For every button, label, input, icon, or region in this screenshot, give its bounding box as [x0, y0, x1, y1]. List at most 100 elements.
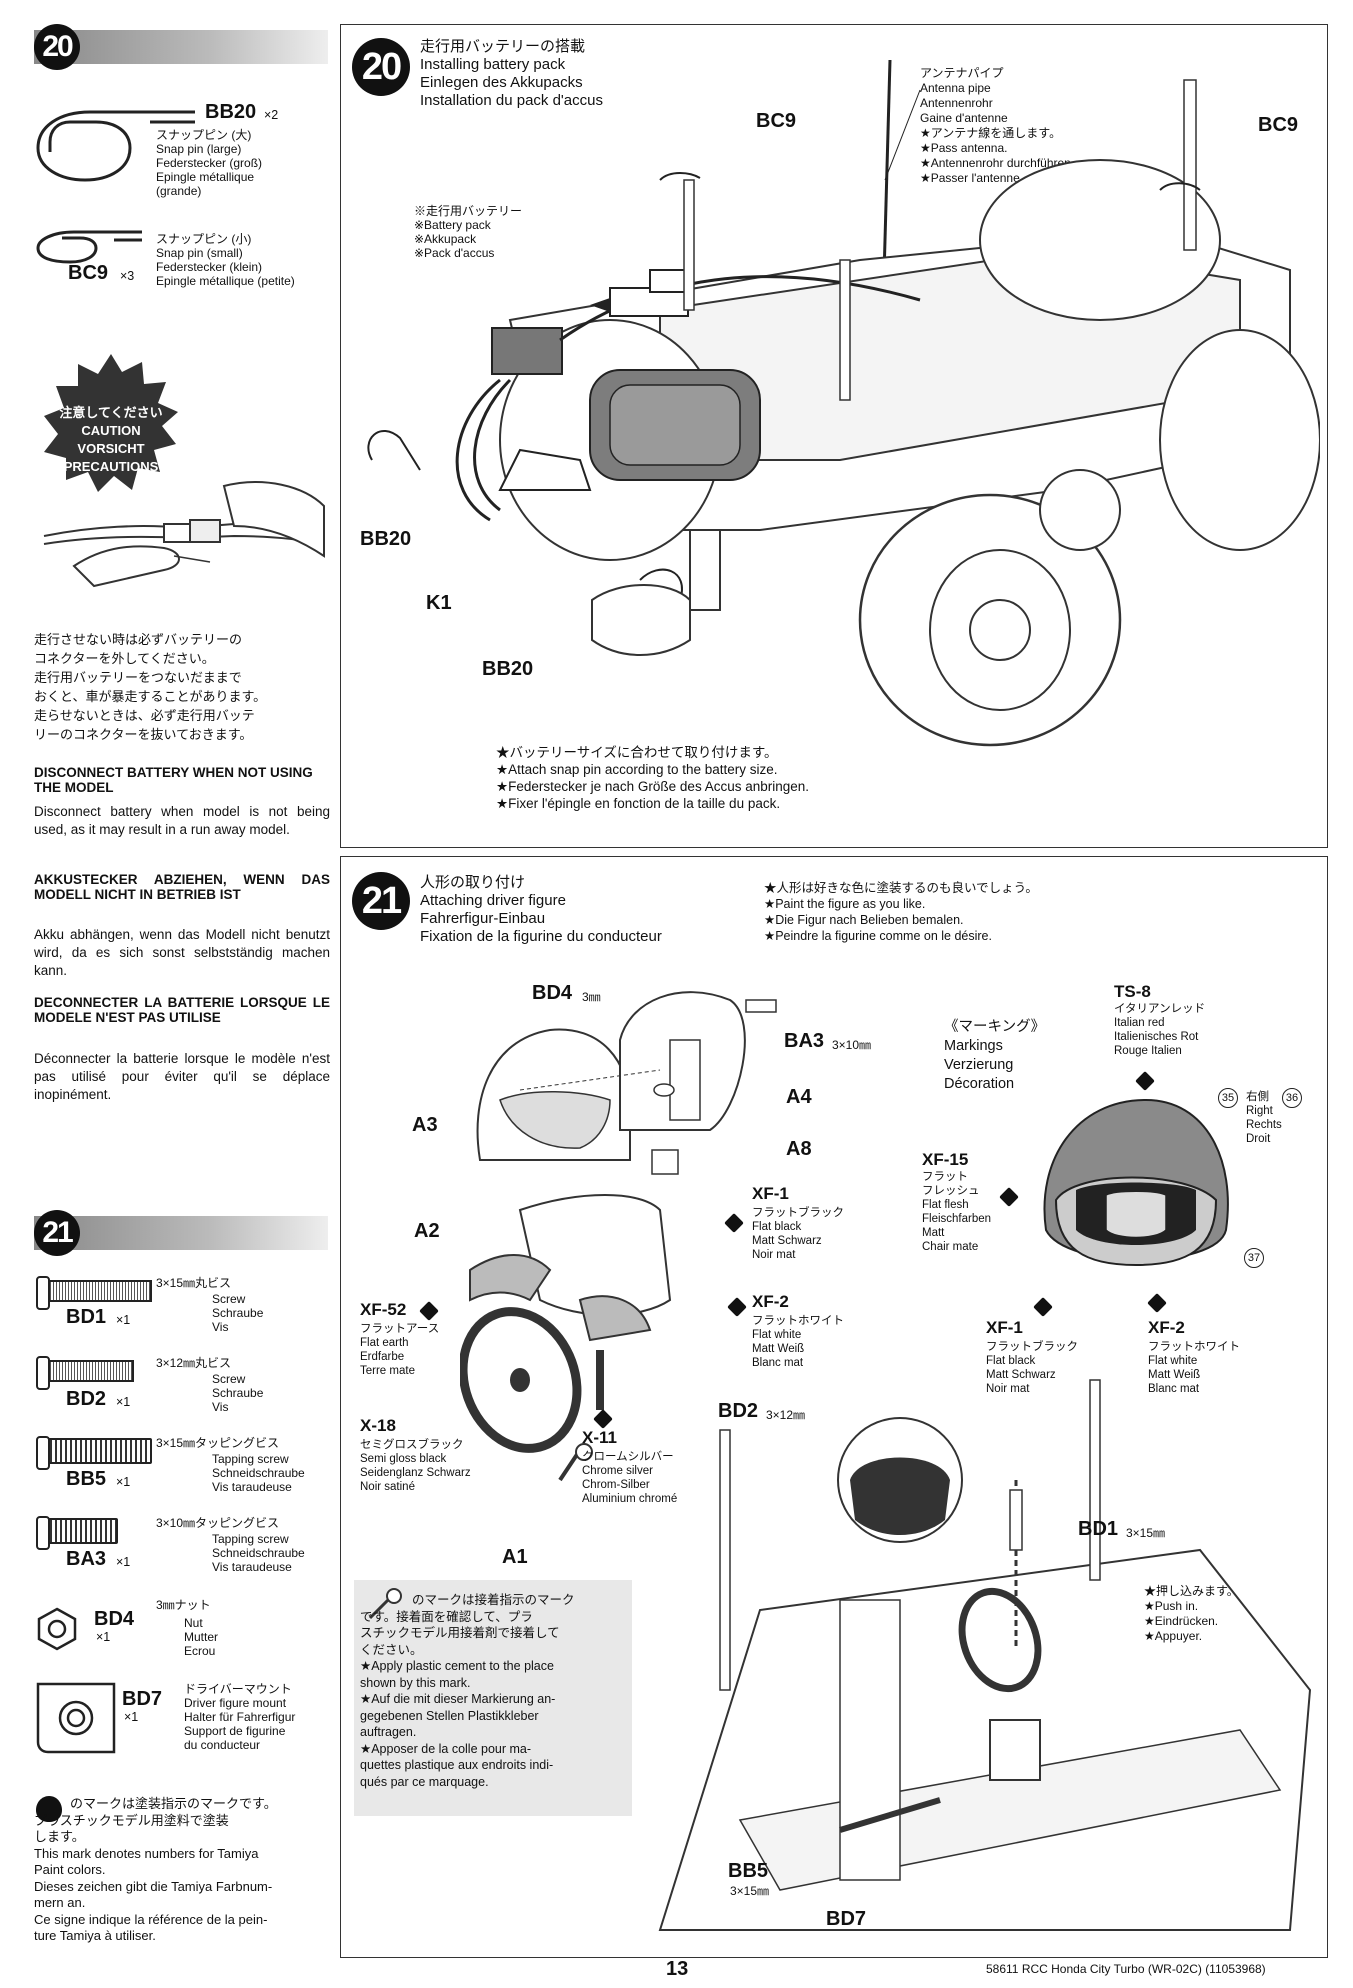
cement-note: のマークは接着指示のマーク です。接着面を確認して、プラ スチックモデル用接着剤… [360, 1593, 575, 1789]
step21-panel [340, 856, 1328, 1958]
caution-fr-title: DECONNECTER LA BATTERIE LORSQUE LE MODEL… [34, 995, 330, 1025]
x11-desc: クロームシルバー Chrome silver Chrom-Silber Alum… [582, 1451, 678, 1505]
caution-badge-text: 注意してください CAUTION VORSICHT PRECAUTIONS [59, 405, 163, 474]
bd4-size: 3㎜ナット [156, 1598, 211, 1612]
caution-en-body: Disconnect battery when model is not bei… [34, 804, 330, 837]
bd4-code: BD4 [94, 1608, 135, 1630]
step21-parts-number: 21 [34, 1210, 80, 1256]
bd7-qty: ×1 [124, 1710, 139, 1724]
bb20-qty: ×2 [264, 108, 279, 122]
bd4-qty: ×1 [96, 1630, 111, 1644]
paint-mark-icon [36, 1796, 62, 1822]
bc9-qty: ×3 [120, 269, 135, 283]
driver-mount-icon [36, 1682, 116, 1754]
cement-note-box [354, 1580, 632, 1816]
caution-en-title: DISCONNECT BATTERY WHEN NOT USING THE MO… [34, 765, 313, 795]
bc9-code: BC9 [68, 262, 109, 284]
ba3-label: BA3 [784, 1030, 825, 1052]
bd1-screw-shaft-icon [48, 1280, 152, 1302]
a3-label: A3 [412, 1114, 438, 1136]
bb5-size-label: 3×15㎜ [730, 1884, 770, 1898]
paint-tip-note: ★人形は好きな色に塗装するのも良いでしょう。 ★Paint the figure… [764, 881, 1038, 943]
nut-icon [37, 1607, 77, 1651]
xf52-desc: フラットアース Flat earth Erdfarbe Terre mate [360, 1323, 440, 1377]
bd2-code: BD2 [66, 1388, 107, 1410]
disconnect-hands-illustration [43, 481, 325, 588]
bd4-label: BD4 [532, 982, 573, 1004]
bd7-label: BD7 [826, 1908, 867, 1930]
push-in-note: ★押し込みます。 ★Push in. ★Eindrücken. ★Appuyer… [1144, 1584, 1239, 1643]
xf1-b-desc: フラットブラック Flat black Matt Schwarz Noir ma… [986, 1341, 1078, 1395]
bb5-qty: ×1 [116, 1475, 131, 1489]
caution-badge-icon [44, 354, 178, 492]
caution-text-jp: 走行させない時は必ずバッテリーの コネクターを外してください。 走行用バッテリー… [34, 632, 267, 742]
xf52-label: XF-52 [360, 1300, 407, 1319]
bb5-size: 3×15㎜タッピングビス [156, 1436, 280, 1450]
bd2-screw-shaft-icon [48, 1360, 134, 1382]
bb5-screw-shaft-icon [48, 1438, 152, 1464]
product-reference: 58611 RCC Honda City Turbo (WR-02C) (110… [986, 1962, 1266, 1976]
decal-37: 37 [1244, 1248, 1264, 1268]
paint-mark-note: のマークは塗装指示のマークです。 プラスチックモデル用塗料で塗装 します。 Th… [34, 1796, 277, 1943]
snap-pin-large-icon [36, 110, 195, 182]
bd1-qty: ×1 [116, 1313, 131, 1327]
bb20-desc: スナップピン (大) Snap pin (large) Federstecker… [156, 128, 263, 198]
right-side-label: 右側 Right Rechts Droit [1246, 1091, 1282, 1145]
a8-label: A8 [786, 1138, 812, 1160]
ba3-screw-shaft-icon [48, 1518, 118, 1544]
xf15-label: XF-15 [922, 1150, 969, 1169]
step21-number: 21 [352, 872, 410, 930]
bc9-desc: スナップピン (小) Snap pin (small) Federstecker… [156, 232, 295, 288]
decal-36: 36 [1282, 1088, 1302, 1108]
caution-de-title: AKKUSTECKER ABZIEHEN, WENN DAS MODELL NI… [34, 872, 330, 902]
bd7-code: BD7 [122, 1688, 163, 1710]
bd1-label: BD1 [1078, 1518, 1119, 1540]
bd2-label: BD2 [718, 1400, 759, 1422]
snap-pin-small-icon [36, 230, 142, 264]
driver-assembly-illustration [658, 1379, 1312, 1931]
xf2-a-label: XF-2 [752, 1292, 789, 1311]
ba3-code: BA3 [66, 1548, 107, 1570]
battery-size-note: ★バッテリーサイズに合わせて取り付けます。 ★Attach snap pin a… [496, 745, 810, 811]
bb20-code: BB20 [205, 101, 257, 123]
bd2-size-label: 3×12㎜ [766, 1408, 806, 1422]
antenna-pipe-note: アンテナパイプ Antenna pipe Antennenrohr Gaine … [920, 66, 1075, 185]
bd1-size: 3×15㎜丸ビス [156, 1276, 232, 1290]
bc9-left-label: BC9 [756, 110, 797, 132]
bd4-desc: Nut Mutter Ecrou [184, 1616, 219, 1658]
bb5-code: BB5 [66, 1468, 107, 1490]
bb5-label: BB5 [728, 1860, 769, 1882]
xf2-b-desc: フラットホワイト Flat white Matt Weiß Blanc mat [1148, 1341, 1240, 1395]
xf15-desc: フラット フレッシュ Flat flesh Fleischfarben Matt… [922, 1171, 992, 1253]
bc9-right-label: BC9 [1258, 114, 1299, 136]
painted-helmet-illustration [1043, 1098, 1229, 1267]
step20-number: 20 [352, 38, 410, 96]
ba3-desc: Tapping screw Schneidschraube Vis taraud… [212, 1532, 305, 1574]
bb5-desc: Tapping screw Schneidschraube Vis taraud… [212, 1452, 305, 1494]
xf2-a-desc: フラットホワイト Flat white Matt Weiß Blanc mat [752, 1315, 844, 1369]
decal-35: 35 [1218, 1088, 1238, 1108]
page-number: 13 [666, 1958, 689, 1980]
step21-parts-bar [34, 1216, 328, 1250]
step21-title: 人形の取り付け Attaching driver figure Fahrerfi… [420, 874, 662, 945]
caution-de-body: Akku abhängen, wenn das Modell nicht ben… [34, 927, 330, 978]
a2-label: A2 [414, 1220, 440, 1242]
driver-torso-illustration [460, 1194, 672, 1482]
x18-desc: セミグロスブラック Semi gloss black Seidenglanz S… [360, 1439, 471, 1493]
helmet-parts-illustration [476, 991, 777, 1175]
a4-label: A4 [786, 1086, 812, 1108]
bd4-size-label: 3㎜ [582, 990, 601, 1004]
xf1-b-label: XF-1 [986, 1318, 1023, 1337]
caution-fr-body: Déconnecter la batterie lorsque le modèl… [34, 1051, 330, 1102]
step20-parts-bar [34, 30, 328, 64]
xf1-a-desc: フラットブラック Flat black Matt Schwarz Noir ma… [752, 1207, 844, 1261]
bd7-desc: ドライバーマウント Driver figure mount Halter für… [184, 1682, 296, 1752]
step20-parts-number: 20 [34, 24, 80, 70]
xf2-b-label: XF-2 [1148, 1318, 1185, 1337]
bb20-left-label: BB20 [360, 528, 412, 550]
x11-label: X-11 [582, 1428, 617, 1447]
ba3-size: 3×10㎜タッピングビス [156, 1516, 280, 1530]
xf1-a-label: XF-1 [752, 1184, 789, 1203]
k1-label: K1 [426, 592, 452, 614]
bb20-bottom-label: BB20 [482, 658, 534, 680]
